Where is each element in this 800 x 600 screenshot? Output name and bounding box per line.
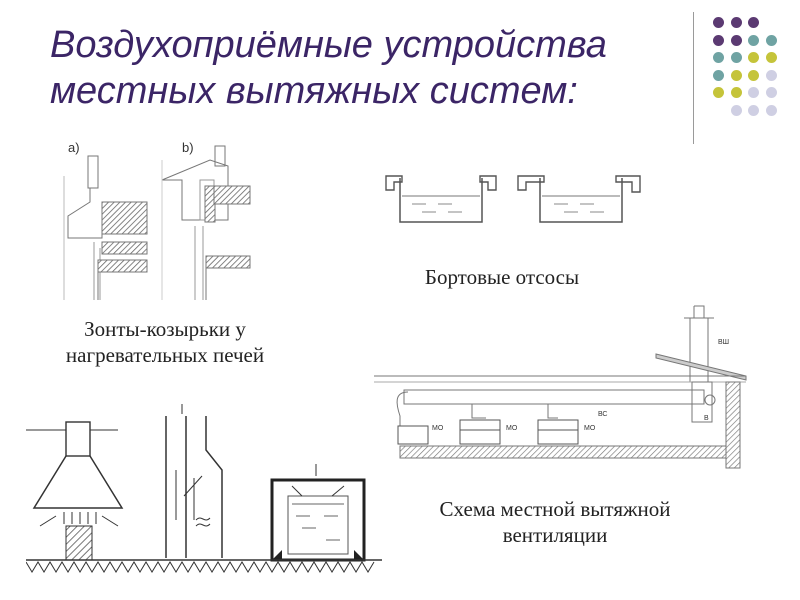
label-b: b) xyxy=(182,140,194,155)
hoods-caption: Зонты-козырьки у нагревательных печей xyxy=(65,317,265,367)
decorative-dot xyxy=(730,17,742,28)
side-suction-caption: Бортовые отсосы xyxy=(424,265,580,289)
decorative-dot xyxy=(748,69,759,81)
exhaust-scheme-figure: ВШ В ВС МО МО МО xyxy=(374,305,747,469)
decorative-dot xyxy=(748,104,759,116)
label-vs: ВС xyxy=(598,411,608,418)
side-suction-figure xyxy=(385,175,641,223)
decorative-dot xyxy=(713,52,724,63)
decorative-dot xyxy=(730,87,742,98)
decorative-dot xyxy=(748,17,759,28)
decorative-dot xyxy=(730,104,742,116)
decorative-dot xyxy=(748,52,759,63)
slide-title-line-2: местных вытяжных систем: xyxy=(50,70,578,112)
decorative-dot xyxy=(713,17,724,28)
decorative-dot xyxy=(730,69,742,81)
decorative-dot xyxy=(713,87,724,98)
decorative-dot xyxy=(713,69,724,81)
label-vsh: ВШ xyxy=(718,339,729,346)
decorative-dot-grid xyxy=(708,12,777,130)
title-divider xyxy=(693,12,694,144)
decorative-dot xyxy=(765,52,777,63)
decorative-dot xyxy=(730,52,742,63)
label-v: В xyxy=(704,415,709,422)
hoods-bottom-figure xyxy=(26,404,382,573)
label-a: а) xyxy=(68,140,80,155)
decorative-dot xyxy=(748,87,759,98)
hoods-figure: а) b) xyxy=(63,140,251,300)
slide-title: Воздухоприёмные устройства местных вытяж… xyxy=(50,22,690,114)
decorative-dot xyxy=(765,69,777,81)
label-mo-3: МО xyxy=(584,425,596,432)
label-mo-2: МО xyxy=(506,425,518,432)
decorative-dot xyxy=(765,104,777,116)
scheme-caption: Схема местной вытяжной вентиляции xyxy=(439,497,671,547)
label-mo-1: МО xyxy=(432,425,444,432)
decorative-dot xyxy=(713,34,724,46)
slide-title-line-1: Воздухоприёмные устройства xyxy=(50,24,607,66)
decorative-dot xyxy=(765,87,777,98)
decorative-dot xyxy=(730,34,742,46)
decorative-dot xyxy=(748,34,759,46)
decorative-dot xyxy=(765,34,777,46)
